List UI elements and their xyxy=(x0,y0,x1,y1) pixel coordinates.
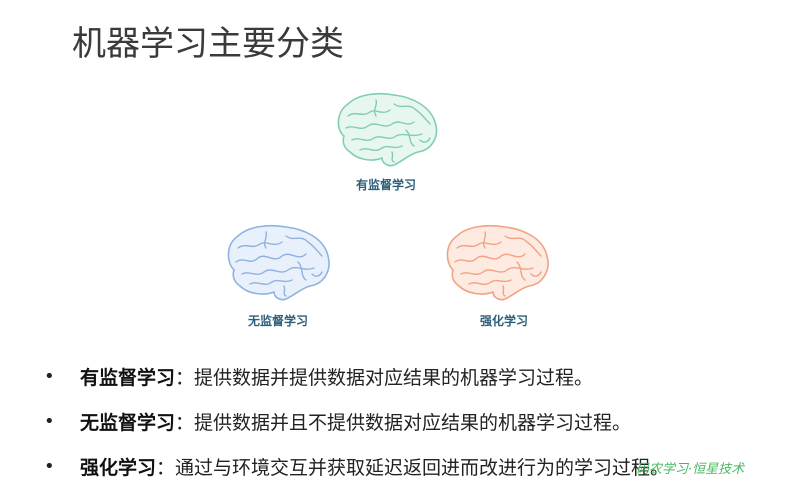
brain-icon-unsupervised xyxy=(227,224,330,301)
bullet-dot: • xyxy=(44,366,55,387)
bullet-separator: ： xyxy=(156,457,176,479)
bullet-separator: ： xyxy=(175,367,195,389)
brain-caption-unsupervised: 无监督学习 xyxy=(247,314,308,328)
watermark: 码农学习·恒星技术 xyxy=(636,462,745,477)
bullet-term: 强化学习 xyxy=(80,457,157,479)
bullet-item-unsupervised: • 无监督学习 ： 提供数据并且不提供数据对应结果的机器学习过程。 xyxy=(44,399,784,444)
bullet-description: 提供数据并且不提供数据对应结果的机器学习过程。 xyxy=(194,412,632,434)
bullet-description: 提供数据并提供数据对应结果的机器学习过程。 xyxy=(194,367,594,389)
brain-icon-reinforcement xyxy=(446,224,549,301)
bullet-term: 有监督学习 xyxy=(80,367,176,389)
slide-title: 机器学习主要分类 xyxy=(72,24,344,64)
brain-caption-reinforcement: 强化学习 xyxy=(479,314,528,328)
bullet-dot: • xyxy=(44,456,55,477)
brain-icon-supervised xyxy=(337,92,438,167)
bullet-item-reinforcement: • 强化学习 ： 通过与环境交互并获取延迟返回进而改进行为的学习过程。 xyxy=(44,444,784,489)
bullet-separator: ： xyxy=(175,412,195,434)
brain-caption-supervised: 有监督学习 xyxy=(355,178,416,192)
bullet-list: • 有监督学习 ： 提供数据并提供数据对应结果的机器学习过程。 • 无监督学习 … xyxy=(44,354,784,489)
bullet-term: 无监督学习 xyxy=(80,412,176,434)
bullet-item-supervised: • 有监督学习 ： 提供数据并提供数据对应结果的机器学习过程。 xyxy=(44,354,784,399)
bullet-dot: • xyxy=(44,411,55,432)
bullet-description: 通过与环境交互并获取延迟返回进而改进行为的学习过程。 xyxy=(175,457,670,479)
